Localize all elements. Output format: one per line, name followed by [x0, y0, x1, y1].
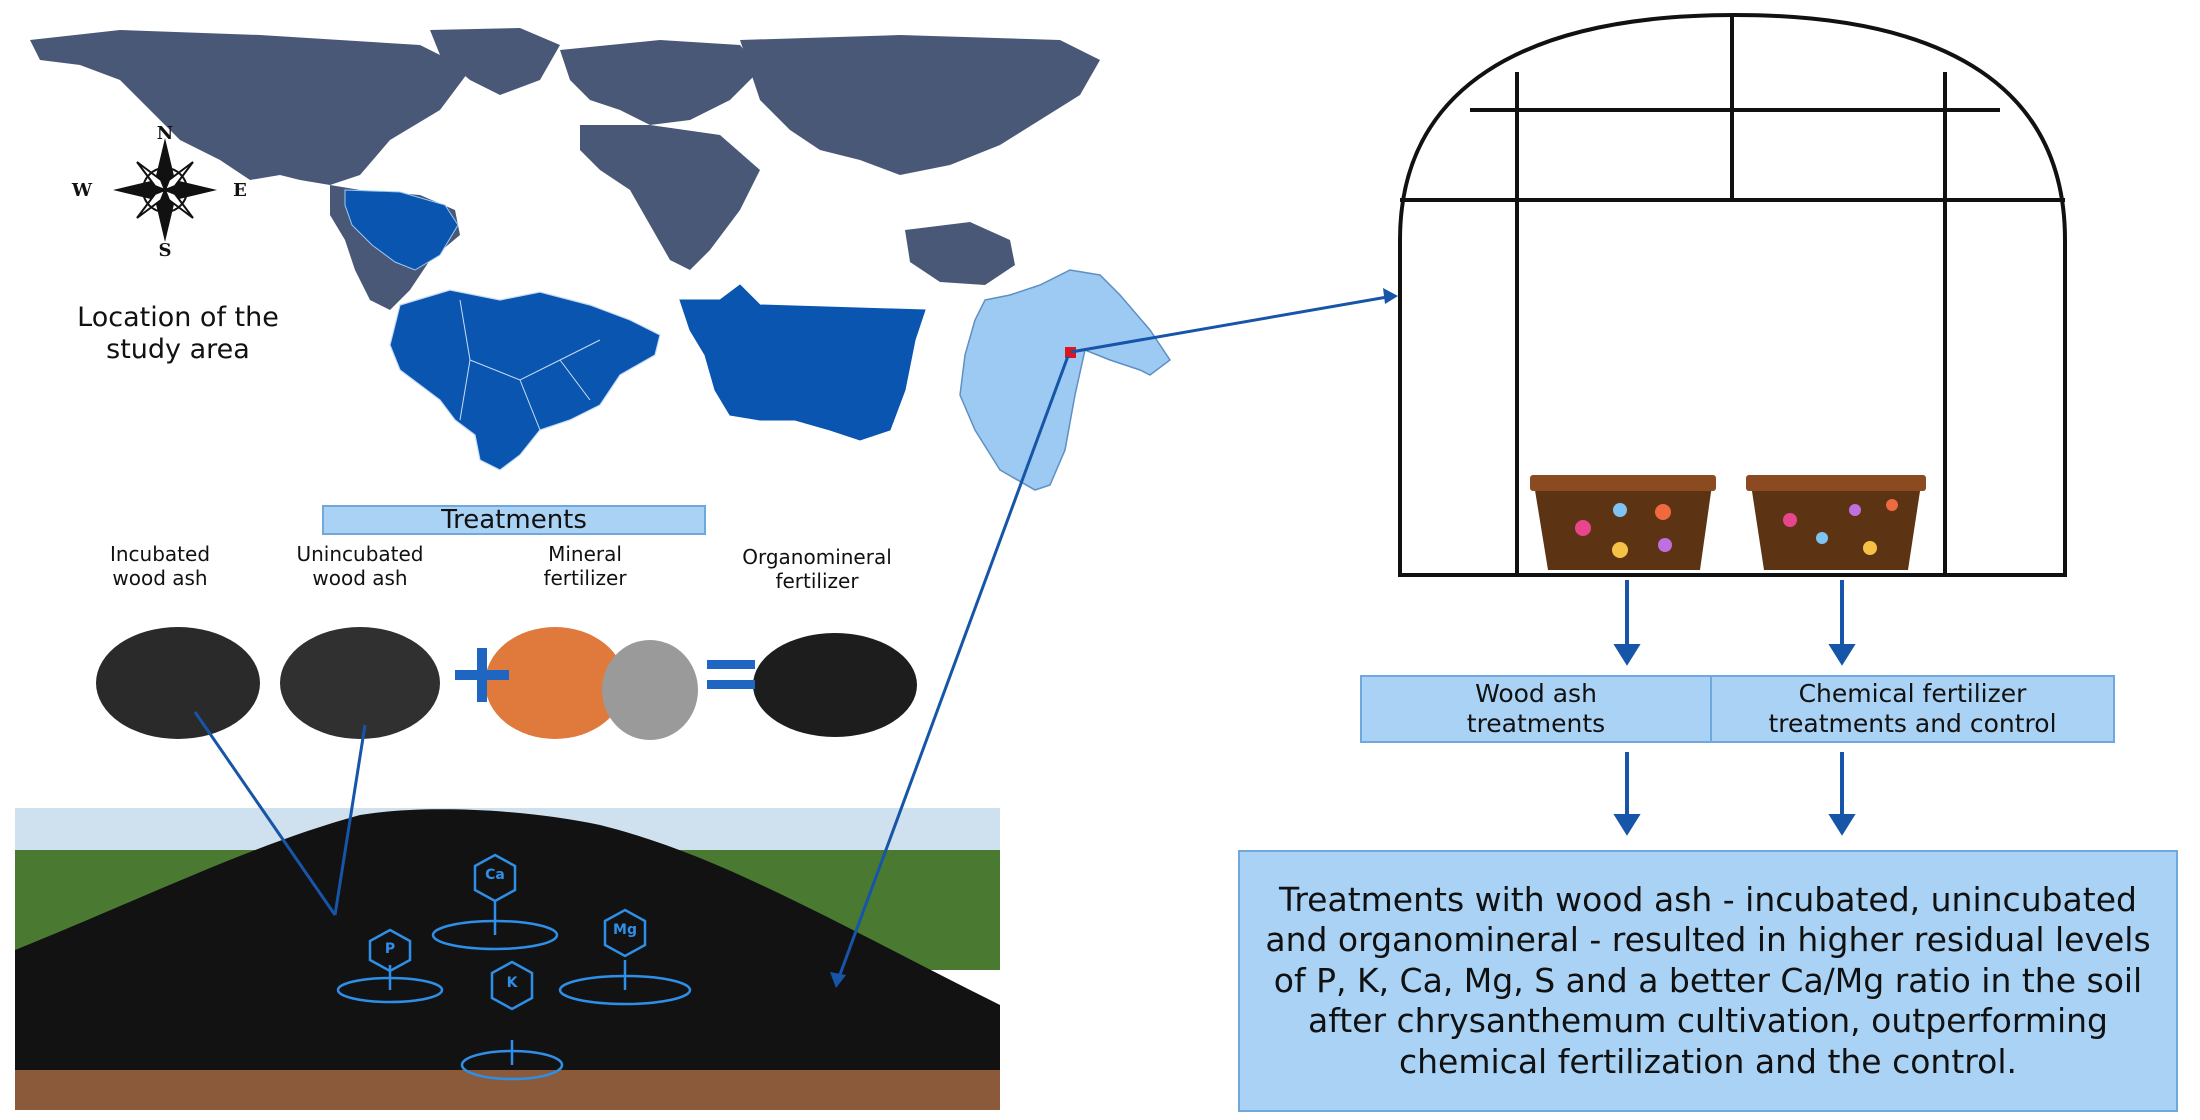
organomineral-pile [753, 633, 917, 737]
state-map [679, 284, 926, 441]
greenland-shape [430, 28, 560, 95]
north-america-shape [30, 30, 470, 185]
chemical-fertilizer-box: Chemical fertilizer treatments and contr… [1710, 675, 2115, 743]
nutrient-label-mg: Mg [613, 922, 637, 938]
plus-sign-icon [455, 648, 509, 702]
equals-sign-icon [707, 660, 755, 689]
pot-left [1530, 475, 1716, 570]
australia-shape [905, 222, 1015, 285]
brazil-map [389, 289, 661, 471]
conclusion-box: Treatments with wood ash - incubated, un… [1238, 850, 2178, 1112]
nutrient-hexagons [336, 853, 692, 1081]
treatment-label-incubated: Incubated wood ash [109, 542, 211, 590]
arrow-head-greenhouse [1383, 288, 1398, 304]
study-site-marker [1065, 347, 1076, 358]
africa-shape [580, 125, 760, 270]
location-label: Location of the study area [77, 302, 279, 366]
nutrient-label-k: K [506, 975, 518, 991]
asia-shape [740, 35, 1100, 175]
unincubated-ash-pile [280, 627, 440, 739]
site-to-pile-line [836, 355, 1070, 981]
mineral-fertilizer-gray [602, 640, 698, 740]
compass-north-label: N [156, 123, 174, 144]
site-to-greenhouse-line [1070, 294, 1394, 354]
wood-ash-treatments-box: Wood ash treatments [1360, 675, 1712, 743]
arrow-head-pile [830, 972, 846, 988]
treatment-label-mineral: Mineral fertilizer [543, 542, 627, 590]
treatment-label-organomineral: Organomineral fertilizer [742, 545, 892, 593]
brazil-world-highlight [344, 189, 459, 271]
greenhouse-diagram [1398, 12, 2067, 577]
ash-heap [15, 809, 1000, 1070]
municipality-map [959, 269, 1172, 491]
europe-shape [560, 40, 760, 125]
compass-east-label: E [233, 180, 247, 201]
mineral-fertilizer-orange [485, 627, 625, 739]
pot-right [1746, 475, 1926, 570]
incubated-ash-pile [96, 627, 260, 739]
nutrient-label-ca: Ca [485, 867, 505, 883]
nutrient-label-p: P [384, 941, 396, 957]
compass-west-label: W [71, 180, 93, 201]
treatment-label-unincubated: Unincubated wood ash [296, 542, 424, 590]
compass-rose-icon [113, 138, 217, 242]
compass-south-label: S [158, 240, 172, 261]
treatments-title: Treatments [322, 505, 706, 535]
